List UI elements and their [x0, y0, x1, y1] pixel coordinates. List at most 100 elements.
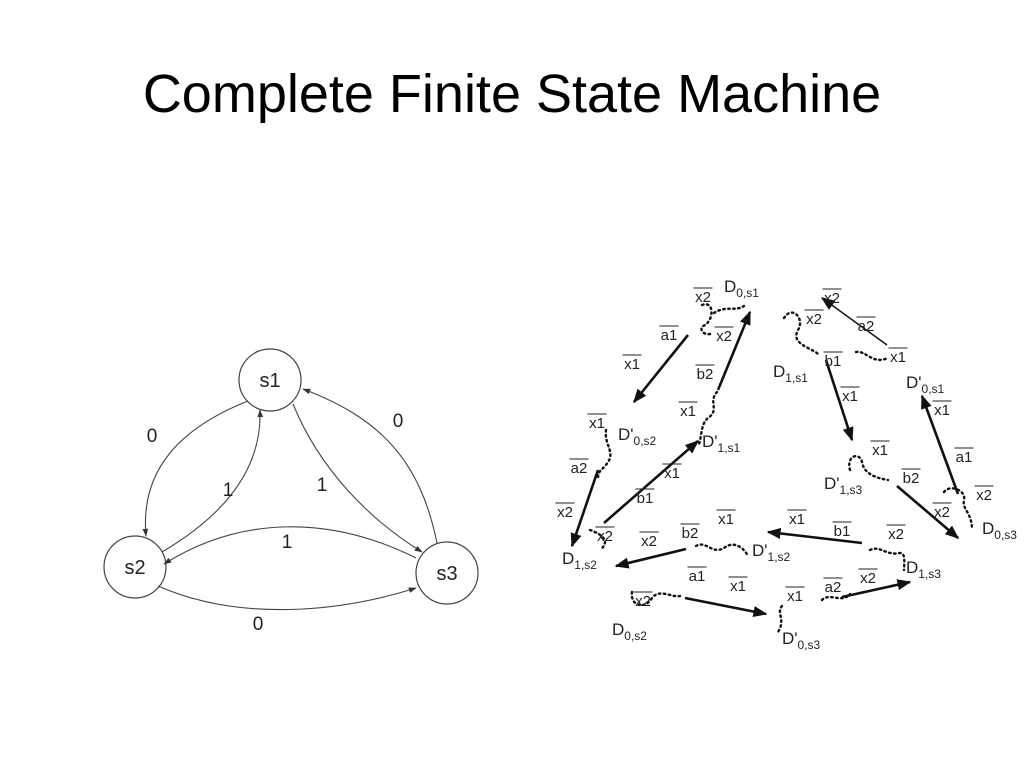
node-main: D' — [782, 629, 798, 648]
dotted-connector — [854, 350, 890, 361]
dotted-connector — [596, 428, 612, 480]
node-subscript: 0,s2 — [634, 434, 657, 448]
transition-arrow-s2-s1 — [161, 409, 264, 553]
node-subscript: 1,s2 — [574, 558, 597, 572]
node-subscript: 0,s3 — [994, 528, 1017, 542]
transition-label-s1-s3: 1 — [317, 475, 328, 496]
edge-label-x2: x2 — [557, 504, 573, 521]
node-subscript: 0,s1 — [736, 286, 759, 300]
edge-label-x1: x1 — [624, 356, 640, 373]
node-subscript: 1,s1 — [785, 371, 808, 385]
edge-label-x1: x1 — [589, 415, 605, 432]
edge-label-b2: b2 — [697, 366, 714, 383]
network-arrow — [570, 469, 600, 548]
node-subscript: 1,s2 — [768, 550, 791, 564]
node-label: D0,s3 — [982, 519, 1017, 542]
edge-label-x1: x1 — [664, 465, 680, 482]
node-label: D1,s1 — [773, 362, 808, 385]
node-main: D' — [824, 474, 840, 493]
edge-label-x1: x1 — [890, 349, 906, 366]
node-subscript: 1,s3 — [840, 483, 863, 497]
edge-label-x2: x2 — [976, 487, 992, 504]
node-subscript: 1,s3 — [918, 567, 941, 581]
transition-arrow-s2-s3 — [157, 585, 417, 611]
state-circle-s2 — [103, 535, 167, 599]
edge-label-a1: a1 — [956, 449, 973, 466]
node-main: D' — [618, 425, 634, 444]
edge-label-b1: b1 — [637, 490, 654, 507]
edge-label-x1: x1 — [787, 588, 803, 605]
node-main: D' — [906, 373, 922, 392]
node-label: D'1,s1 — [702, 432, 741, 455]
dotted-connector — [776, 604, 784, 634]
state-label-s1: s1 — [259, 370, 280, 392]
dotted-connector — [696, 390, 719, 448]
node-label: D0,s1 — [724, 277, 759, 300]
node-main: D — [906, 558, 918, 577]
state-circle-s3 — [415, 541, 479, 605]
transition-label-s3-s1: 0 — [393, 411, 404, 432]
transition-arrow-s3-s1 — [302, 388, 438, 544]
transition-arrow-s1-s3 — [292, 403, 423, 553]
network-arrow — [896, 485, 960, 539]
edge-label-x1: x1 — [789, 511, 805, 528]
edge-label-a2: a2 — [825, 579, 842, 596]
node-label: D'0,s3 — [782, 629, 821, 652]
node-label: D'0,s1 — [906, 373, 945, 396]
edge-labels: x2 a1 x2 x1 b2 x1 x1 a2 x2 b1 x1 x2 x2 a2 x2 b1 x1 x1 x1 b2… — [555, 287, 994, 610]
transition-arrow-s1-s2 — [142, 400, 249, 537]
node-subscript: 1,s1 — [718, 441, 741, 455]
network-arrow — [841, 579, 912, 599]
edge-label-x1: x1 — [842, 388, 858, 405]
node-label: D1,s2 — [562, 549, 597, 572]
edge-label-a1: a1 — [661, 327, 678, 344]
node-label: D1,s3 — [906, 558, 941, 581]
edge-label-x2: x2 — [635, 593, 651, 610]
node-main: D — [724, 277, 736, 296]
edge-label-x2: x2 — [641, 533, 657, 550]
state-label-s3: s3 — [436, 563, 457, 585]
edge-label-x1: x1 — [934, 402, 950, 419]
state-circle-s1 — [238, 348, 302, 412]
dotted-connector — [820, 592, 852, 602]
edge-label-a2: a2 — [571, 460, 588, 477]
dotted-connector — [700, 303, 714, 336]
network-diagram: D0,s1 D'0,s2 D'1,s1 D1,s1 D'0,s1 D'1,s3 … — [555, 277, 1017, 652]
edge-label-b2: b2 — [903, 470, 920, 487]
edge-label-x1: x1 — [872, 442, 888, 459]
dotted-connector — [782, 311, 820, 356]
node-subscript: 0,s2 — [624, 629, 647, 643]
node-main: D — [612, 620, 624, 639]
network-arrow — [603, 440, 700, 524]
edge-label-x2: x2 — [860, 570, 876, 587]
transition-label-s2-s3: 0 — [253, 614, 264, 635]
edge-label-x2: x2 — [716, 328, 732, 345]
edge-label-x1: x1 — [718, 511, 734, 528]
node-main: D — [773, 362, 785, 381]
dotted-connector — [942, 487, 974, 532]
transition-arrow-s3-s2 — [163, 526, 417, 565]
node-label: D'1,s3 — [824, 474, 863, 497]
node-label: D'0,s2 — [618, 425, 657, 448]
node-main: D — [562, 549, 574, 568]
transition-label-s2-s1: 1 — [223, 480, 234, 501]
network-arrow — [614, 547, 687, 569]
edge-label-x1: x1 — [730, 578, 746, 595]
dotted-connector — [868, 547, 906, 572]
node-main: D — [982, 519, 994, 538]
edge-label-b1: b1 — [834, 523, 851, 540]
network-arrow — [824, 359, 854, 442]
transition-label-s1-s2: 0 — [147, 426, 158, 447]
transition-label-s3-s2: 1 — [282, 532, 293, 553]
edge-label-x2: x2 — [597, 528, 613, 545]
edge-label-a1: a1 — [689, 568, 706, 585]
edge-label-x1: x1 — [680, 403, 696, 420]
network-arrow — [716, 310, 752, 391]
network-arrow — [632, 334, 690, 404]
dotted-connector — [588, 528, 607, 552]
network-arrow — [766, 527, 863, 545]
network-arrow — [920, 394, 960, 495]
edge-label-x2: x2 — [934, 504, 950, 521]
dotted-connector — [694, 543, 750, 558]
